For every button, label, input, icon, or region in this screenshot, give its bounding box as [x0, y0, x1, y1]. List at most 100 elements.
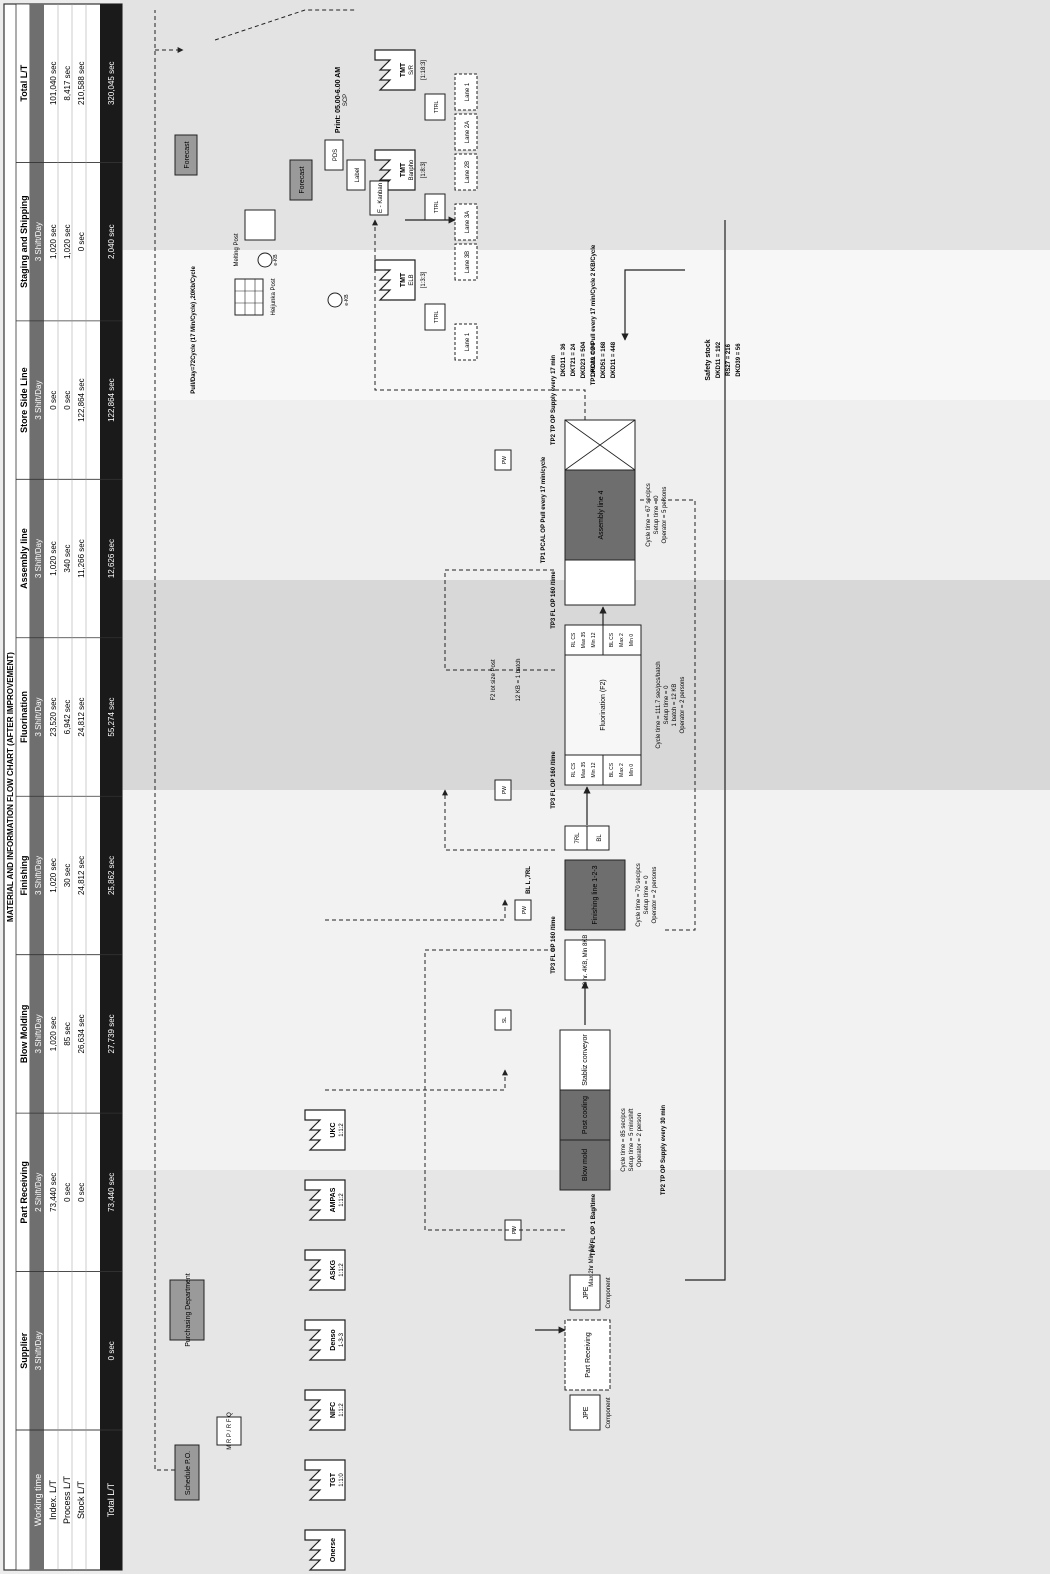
ttrl-label: TTRL [434, 101, 440, 114]
table-cell-process: 30 sec [63, 864, 72, 888]
max35-label: Max 35 [581, 632, 587, 649]
f2lot-label: F2 lot size Post [491, 659, 497, 700]
factory-ratio: [1:3:3] [421, 271, 427, 288]
flu-ct: Cycle time = 111.7 sec/pcs/batch [656, 661, 662, 748]
table-cell-index: 1,020 sec [49, 541, 58, 576]
flu-setup: Setup time = 0 [664, 685, 670, 725]
lane-label: Lane 1 [465, 332, 471, 351]
lane-label: Lane 2A [465, 121, 471, 143]
table-cell-total: 12,626 sec [107, 539, 116, 578]
ttrl-label: TTRL [434, 201, 440, 214]
scp-label: SCP [343, 94, 349, 106]
post-cooling-label: Post cooling [582, 1096, 589, 1134]
table-cell-process: 0 sec [63, 1183, 72, 1202]
factory-icon: ASKG1:1:2 [305, 1250, 345, 1290]
stock-item: DKD23 = 504 [581, 341, 587, 378]
table-cell-total: 55,274 sec [107, 697, 116, 736]
mrp-label: M R P / R F Q [227, 1412, 233, 1450]
safety-item: DKD39 = 56 [736, 343, 742, 377]
table-col-header: Finishing [19, 855, 29, 895]
rl-cs-label: RL CS [571, 762, 577, 777]
fin-setup: Setup time = 0 [644, 875, 650, 915]
tp1-pcal-b-label: TP1 PCAL OP Pull every 17 min/Cycle 2 KB… [591, 244, 597, 385]
bl-cs-label: BL CS [609, 762, 615, 777]
row-label: Stock L/T [76, 1480, 86, 1519]
safety-item: DKD11 = 192 [716, 341, 722, 378]
ekb-signal [258, 253, 272, 267]
pull-cycle-label: Pull/Day=72Cycle (17 Min/Cycle) ,20Kb/Cy… [191, 266, 197, 394]
tp2tp-b-label: TP2 TP OP Supply every 17 min [551, 355, 557, 445]
table-cell-index: 1,020 sec [49, 1017, 58, 1052]
stock-item: DKT21 = 24 [571, 343, 577, 376]
table-cell-total: 27,739 sec [107, 1014, 116, 1053]
row-label: Index. L/T [48, 1479, 58, 1520]
table-cell-total: 320,045 sec [107, 61, 116, 105]
table-cell-working: 2 Shift/Day [34, 1173, 43, 1212]
forecast-label: Forecast [184, 141, 191, 168]
tp3-label: TP3 FL OP 160 /time [551, 916, 557, 974]
table-cell-process: 340 sec [63, 545, 72, 573]
rl-small-label: 7RL [575, 832, 581, 844]
table-cell-stock: 122,864 sec [77, 378, 86, 422]
component-label: Component [606, 1277, 612, 1308]
table-cell-index: 1,020 sec [49, 224, 58, 259]
factory-sub: S/R [409, 64, 415, 75]
factory-icon: Onerse [305, 1530, 345, 1570]
max-min-label: Max 2hr Min 1hr [589, 1243, 595, 1286]
table-col-header: Total L/T [19, 64, 29, 101]
table-cell-index: 1,020 sec [49, 858, 58, 893]
table-cell-working: 3 Shift/Day [34, 1014, 43, 1053]
factory-sub: Banpho [409, 159, 415, 180]
table-cell-working: 3 Shift/Day [34, 856, 43, 895]
table-col-header: Assembly line [19, 528, 29, 589]
table-cell-total: 2,040 sec [107, 224, 116, 259]
tp1-pcal-label: TP1 PCAL OP Pull every 17 min/cycle [541, 456, 547, 563]
ekanban-label: E - Kanban [378, 183, 384, 213]
table-col-header: Supplier [19, 1332, 29, 1369]
fluorination-label: Fluorination (F2) [600, 679, 607, 730]
tp2tp-label: TP2 TP OP Supply every 30 min [661, 1105, 667, 1195]
max2-label: Max 2 [619, 763, 625, 777]
schedule-label: Schedule P.O. [185, 1451, 192, 1495]
stock-item: DKD11 = 36 [561, 343, 567, 377]
min12-label: Min 12 [591, 762, 597, 777]
purchasing-label: Purchasing Department [185, 1273, 192, 1347]
safety-label: Safety stock [705, 339, 712, 380]
factory-sub: 1:1:0 [339, 1473, 345, 1487]
safety-item: RS27 = 216 [726, 343, 732, 376]
blow-setup: Setup time = 5 min/shift [629, 1108, 635, 1171]
table-cell-total: 0 sec [107, 1341, 116, 1360]
jpe-label: JPE [583, 1286, 590, 1299]
lane-label: Lane 3A [465, 211, 471, 233]
factory-sub: 1:1:2 [339, 1263, 345, 1277]
ttrl-label: TTRL [434, 311, 440, 324]
asm-setup: Setup time = 0 [654, 495, 660, 535]
assembly-label: Assembly line 4 [598, 490, 605, 539]
max35-label: Max 35 [581, 762, 587, 779]
table-cell-working: 3 Shift/Day [34, 539, 43, 578]
heijunka-label: Heijunka Post [271, 278, 277, 315]
table-cell-working: 3 Shift/Day [34, 1331, 43, 1370]
table-cell-index: 23,520 sec [49, 697, 58, 736]
tp3-label-3: TP3 FL OP 160 /time [551, 571, 557, 629]
blow-mold-label: Blow mold [582, 1149, 589, 1181]
max2-label: Max 2 [619, 633, 625, 647]
factory-name: ASKG [330, 1259, 337, 1280]
component-label: Component [606, 1397, 612, 1428]
finishing-label: Finishing line 1-2-3 [592, 865, 599, 924]
factory-sub: 1:1:2 [339, 1123, 345, 1137]
melting-post-box [245, 210, 275, 240]
bl-cs-label: BL CS [609, 632, 615, 647]
timeline-table: MATERIAL AND INFORMATION FLOW CHART (AFT… [4, 4, 122, 1570]
rl-cs-label: RL CS [571, 632, 577, 647]
pw-label: PW [502, 786, 508, 794]
table-cell-stock: 26,634 sec [77, 1014, 86, 1053]
blow-ct: Cycle time = 85 sec/pcs [621, 1108, 627, 1172]
lane-label: Lane 2B [465, 161, 471, 183]
min12-label: Min 12 [591, 632, 597, 647]
min0-label: Min 0 [629, 764, 635, 776]
table-cell-index: 73,440 sec [49, 1173, 58, 1212]
